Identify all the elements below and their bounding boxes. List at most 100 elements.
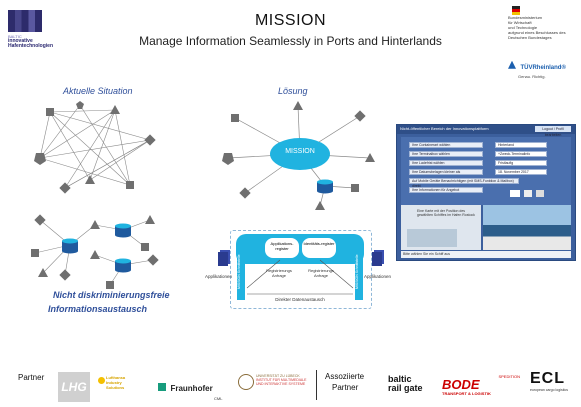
fax-icon[interactable] <box>536 190 544 197</box>
node <box>38 268 48 277</box>
partner-label: Partner <box>18 373 45 382</box>
direct-data-exchange: Direkter Datenaustausch <box>275 297 325 302</box>
crane-icon <box>98 377 105 384</box>
node <box>126 181 134 189</box>
lhg-logo: LHG <box>58 372 90 402</box>
node <box>145 215 155 224</box>
applications-left: Applikationen <box>205 274 233 279</box>
form-row-label: Ihre Terminalbox wählen <box>409 151 483 157</box>
baltic-logo-line2: innovative Hafentechnologien <box>8 38 54 49</box>
tuv-logo: TÜVRheinland® Genau. Richtig. <box>508 56 580 79</box>
application-registry: Applikations-register <box>265 238 299 258</box>
mission-hub-label: MISSION <box>285 148 315 155</box>
baltic-logo: BALTIC innovative Hafentechnologien <box>8 10 78 52</box>
form-row-label: Ihre Ladefrist wählen <box>409 160 483 166</box>
node <box>59 182 71 194</box>
mission-hub-diagram <box>222 101 375 210</box>
ferry-photo <box>483 205 571 250</box>
database-icon <box>317 179 333 194</box>
identity-registry: Identitäts-register <box>302 238 336 258</box>
eagle-icon <box>512 6 520 9</box>
node <box>59 269 71 281</box>
node <box>147 254 159 266</box>
node <box>141 243 149 251</box>
database-icon <box>62 238 78 254</box>
label-solution: Lösung <box>278 86 308 96</box>
node <box>31 249 39 257</box>
form-row-label: Ihre Containerart wählen <box>409 142 483 148</box>
tuv-name: TÜVRheinland® <box>520 65 566 71</box>
harbor-skyline-icon <box>8 10 42 32</box>
node <box>90 220 100 229</box>
node <box>34 214 46 226</box>
mesh-network-diagram <box>34 101 156 194</box>
page-subtitle: Manage Information Seamlessly in Ports a… <box>139 34 442 48</box>
fraunhofer-logo: Fraunhofer CML <box>158 378 222 401</box>
node <box>315 201 325 210</box>
bode-logo: SPEDITION BODE TRANSPORT & LOGISTIK <box>442 374 520 396</box>
form-row-value[interactable]: 18. November 2017 <box>495 169 547 175</box>
request-arrows <box>246 259 354 295</box>
uni-luebeck-logo: UNIVERSITÄT ZU LÜBECK INSTITUT FÜR MULTI… <box>238 374 310 390</box>
app-stack-right-icon <box>372 252 382 266</box>
page-title: MISSION <box>254 12 327 29</box>
platform-screenshot: Nicht-öffentlicher Bereich der Innovatio… <box>396 124 576 261</box>
form-row-value[interactable]: Hinterland <box>495 142 547 148</box>
associated-label-1: Assoziierte <box>325 372 365 381</box>
form-row-value[interactable]: +Zweck-Terminalinfo <box>495 151 547 157</box>
app-stack-left-icon <box>218 252 228 266</box>
ministry-line2: für Wirtschaft <box>508 20 532 25</box>
node <box>85 175 95 184</box>
label-nondiscrim-1: Nicht diskriminierungsfreie <box>53 290 170 300</box>
mission-hub <box>270 138 330 170</box>
node <box>34 153 46 165</box>
node <box>354 110 366 122</box>
lufthansa-industry-logo: Lufthansa Industry Solutions <box>98 375 142 390</box>
triangle-icon <box>508 60 516 69</box>
tuv-slogan: Genau. Richtig. <box>518 74 546 79</box>
database-icon <box>115 258 131 273</box>
form-row-value[interactable]: Fristlaufig <box>495 160 547 166</box>
node <box>46 108 54 116</box>
associated-label-2: Partner <box>332 383 359 392</box>
ministry-line1: Bundesministerium <box>508 15 543 20</box>
registration-request-2: Registrierungs Anfrage <box>308 268 334 278</box>
node <box>365 153 375 162</box>
screenshot-title: Nicht-öffentlicher Bereich der Innovatio… <box>397 125 575 134</box>
map-panel[interactable]: Eine Karte mit der Position des gewählte… <box>401 205 481 250</box>
seal-icon <box>238 374 254 390</box>
ecl-logo: ECL european cargo logistics <box>530 370 568 392</box>
architecture-frame <box>230 230 372 309</box>
form-row-label: Ihre Informationen für Angebot <box>409 187 483 193</box>
label-current-situation: Aktuelle Situation <box>63 86 133 96</box>
fraunhofer-icon <box>158 382 166 391</box>
logout-button[interactable]: Logout / Profil bearbeiten <box>535 126 571 137</box>
ministry-line3: und Technologie <box>508 25 538 30</box>
node <box>90 250 100 259</box>
node <box>222 153 234 165</box>
node <box>76 101 84 109</box>
interface-left <box>237 244 245 300</box>
baltic-rail-gate-logo: baltic rail gate <box>388 374 423 393</box>
ministry-line4: aufgrund eines Beschlusses des Deutschen… <box>508 30 566 40</box>
node <box>293 101 303 110</box>
map-info-text: Eine Karte mit der Position des gewählte… <box>417 209 475 217</box>
node <box>144 134 156 146</box>
mail-icon[interactable] <box>510 190 520 197</box>
baltic-logo-line1: BALTIC <box>8 34 22 39</box>
form-row-label: Ihre Datumsbelagen kleiner als <box>409 169 483 175</box>
divider <box>316 370 317 400</box>
proprietary-hubs-diagram <box>31 214 159 289</box>
database-icon <box>115 223 131 238</box>
label-nondiscrim-2: Informationsaustausch <box>48 304 148 314</box>
interface-left-label: MISSION Schnittstelle <box>237 254 241 290</box>
node <box>239 187 251 199</box>
screenshot-footer: Bitte wählen Sie ein Schiff aus <box>401 251 571 258</box>
registration-request-1: Registrierungs Anfrage <box>266 268 292 278</box>
phone-icon[interactable] <box>524 190 532 197</box>
interface-right-label: MISSION Schnittstelle <box>355 254 359 290</box>
node <box>351 184 359 192</box>
node <box>110 105 120 114</box>
registry-hub <box>236 234 364 264</box>
applications-right: Applikationen <box>364 274 392 279</box>
